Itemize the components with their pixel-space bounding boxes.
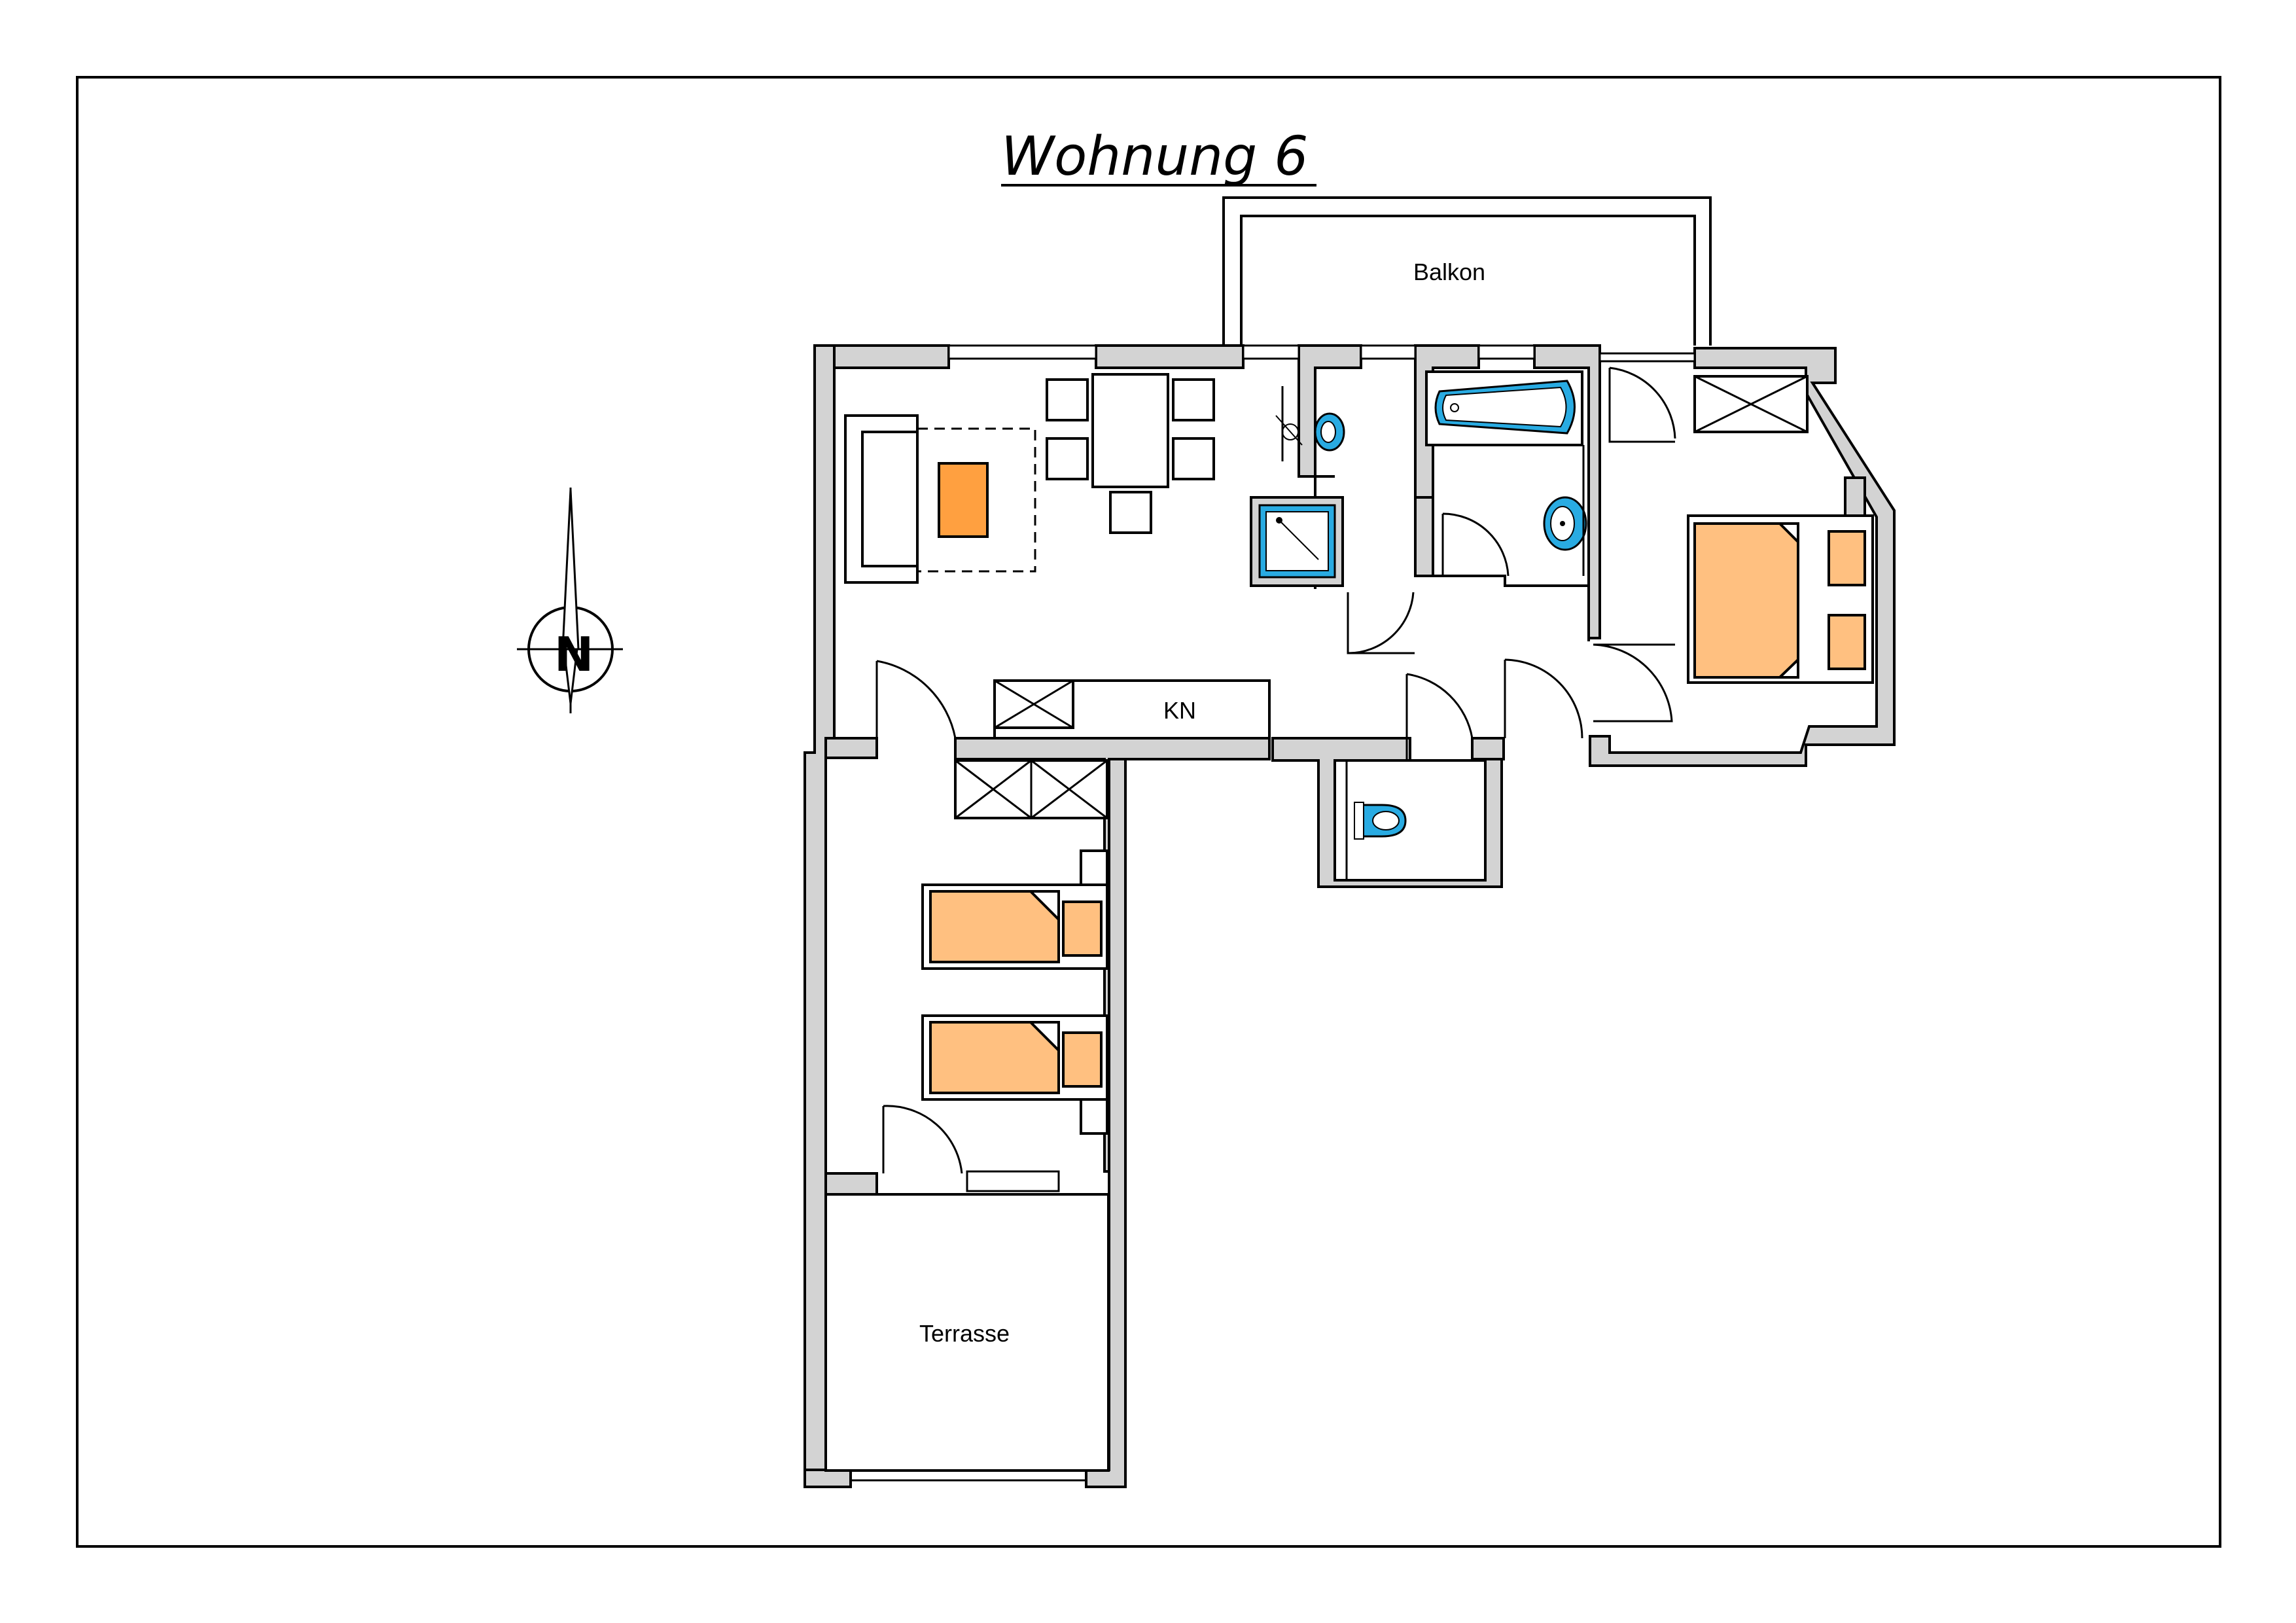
coffee-table <box>938 462 989 538</box>
bed-icon-lower <box>921 1014 1108 1135</box>
partitions <box>833 368 1590 759</box>
main-bath <box>1425 370 1587 576</box>
terrace: Terrasse <box>824 1193 1110 1482</box>
bed-icon-upper <box>921 849 1108 970</box>
wc-room <box>1333 759 1487 882</box>
compass-north-label: N <box>554 627 593 682</box>
bathtub-icon <box>1434 380 1576 435</box>
wardrobe-east <box>1693 375 1809 433</box>
bed-icon-double <box>1687 514 1874 684</box>
doors <box>875 366 1676 1174</box>
windows <box>947 344 1696 1192</box>
compass-icon: N <box>517 488 623 713</box>
balcony: Balkon <box>1222 196 1712 346</box>
terrace-label: Terrasse <box>919 1320 1010 1347</box>
guest-bath <box>1250 368 1345 587</box>
page-frame <box>76 76 2221 1548</box>
kitchen-niche: KN <box>993 679 1271 740</box>
sofa <box>844 414 919 584</box>
rug <box>916 427 1036 573</box>
balcony-label: Balkon <box>1413 259 1485 285</box>
toilet-icon <box>1354 802 1407 840</box>
kitchen-niche-label: KN <box>1163 697 1196 724</box>
plan-title: Wohnung 6 <box>1001 126 1308 188</box>
wardrobe-south <box>954 759 1108 819</box>
shower-icon <box>1250 496 1344 587</box>
sink-icon-main <box>1543 496 1587 551</box>
washbasin-icon <box>1275 415 1303 446</box>
sink-icon <box>1314 412 1345 452</box>
dining-set <box>1046 373 1215 534</box>
